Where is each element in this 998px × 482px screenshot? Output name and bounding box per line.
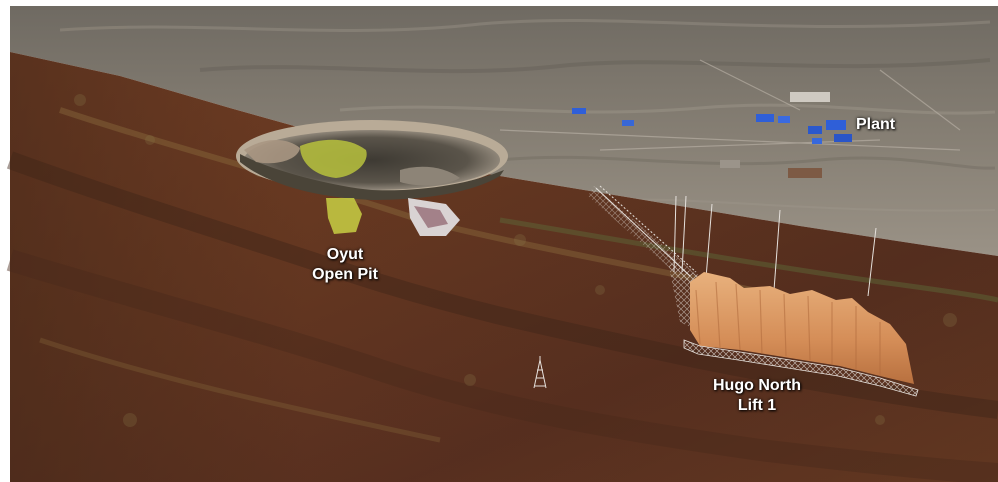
hugo-north-lift-label: Hugo North Lift 1 <box>696 376 818 416</box>
geology-speckles <box>74 94 957 427</box>
oyut-open-pit <box>236 120 508 236</box>
ground-surface <box>10 6 998 256</box>
oyut-label-line2: Open Pit <box>312 266 378 283</box>
plant-label: Plant <box>856 115 895 135</box>
surface-texture <box>59 19 996 212</box>
hugo-north-orebody <box>683 272 919 397</box>
surface-roads <box>499 59 961 151</box>
plant-buildings <box>572 92 852 178</box>
plant-label-text: Plant <box>856 116 896 133</box>
oyut-open-pit-label: Oyut Open Pit <box>300 245 390 285</box>
tower-icon <box>533 356 547 389</box>
hugo-label-line2: Lift 1 <box>737 397 777 414</box>
oyut-label-line1: Oyut <box>326 246 364 263</box>
hugo-label-line1: Hugo North <box>713 377 801 394</box>
